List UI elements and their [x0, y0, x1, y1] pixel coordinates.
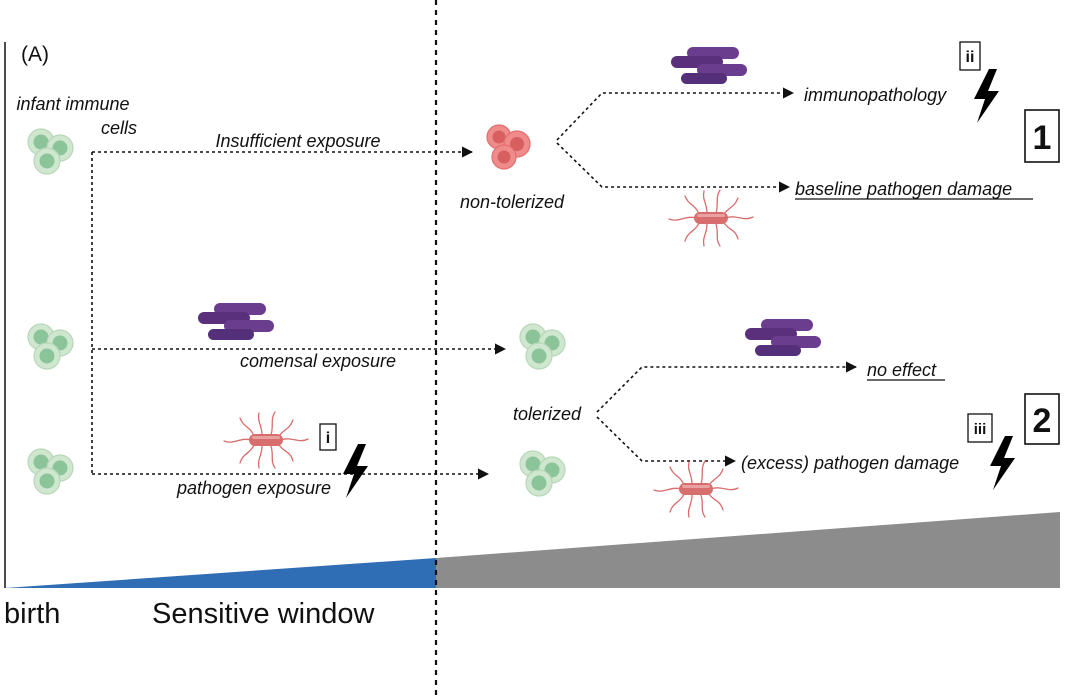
outcome-number-2: 2 [1033, 402, 1052, 440]
infant-cell-cluster-middle [27, 323, 74, 370]
birth-label: birth [4, 598, 60, 630]
marker-i-box [319, 423, 337, 451]
lightning-bolt-icon [343, 444, 368, 498]
baseline-damage-label: baseline pathogen damage [795, 179, 1012, 199]
infant-cell-cluster-top [27, 128, 74, 175]
marker-i: i [326, 430, 330, 447]
pathogen-bacteria-icon [223, 411, 309, 469]
cells-label-line2: cells [101, 118, 137, 138]
commensal-bacteria-icon-lower [745, 319, 821, 356]
non-tolerized-cells [486, 124, 531, 170]
outcome-box-1 [1024, 109, 1060, 163]
marker-iii: iii [974, 421, 987, 438]
excess-damage-label: (excess) pathogen damage [741, 453, 959, 473]
panel-label: (A) [21, 43, 49, 66]
tolerized-cells-lower [519, 450, 566, 497]
sensitive-window-label: Sensitive window [152, 598, 375, 630]
lightning-bolt-icon-ii [974, 69, 999, 123]
cells-label-line1: infant immune [16, 94, 129, 114]
no-effect-arrow [596, 361, 858, 413]
no-effect-label: no effect [867, 360, 937, 380]
tolerized-label: tolerized [513, 404, 582, 424]
lightning-bolt-icon-iii [990, 436, 1015, 490]
non-tolerized-label: non-tolerized [460, 192, 565, 212]
immunopathology-label: immunopathology [804, 85, 947, 105]
sensitive-window-wedge [5, 558, 436, 588]
excess-damage-arrow [596, 416, 737, 467]
baseline-damage-arrow [556, 142, 791, 193]
pathogen-exposure-label: pathogen exposure [176, 478, 331, 498]
post-window-wedge [436, 512, 1060, 588]
commensal-exposure-label: comensal exposure [240, 351, 396, 371]
outcome-number-1: 1 [1033, 119, 1052, 157]
pathogen-bacteria-icon-lower [653, 460, 739, 518]
commensal-bacteria-icon [198, 303, 274, 340]
commensal-bacteria-icon-top [671, 47, 747, 84]
outcome-box-2 [1024, 393, 1060, 445]
marker-iii-box [967, 413, 993, 443]
immunopathology-arrow [556, 87, 795, 141]
insufficient-exposure-label: Insufficient exposure [215, 131, 380, 151]
marker-ii: ii [966, 49, 975, 66]
pathogen-bacteria-icon-top [668, 189, 754, 247]
tolerized-cells-upper [519, 323, 566, 370]
infant-cell-cluster-bottom [27, 448, 74, 495]
marker-ii-box [959, 41, 981, 71]
